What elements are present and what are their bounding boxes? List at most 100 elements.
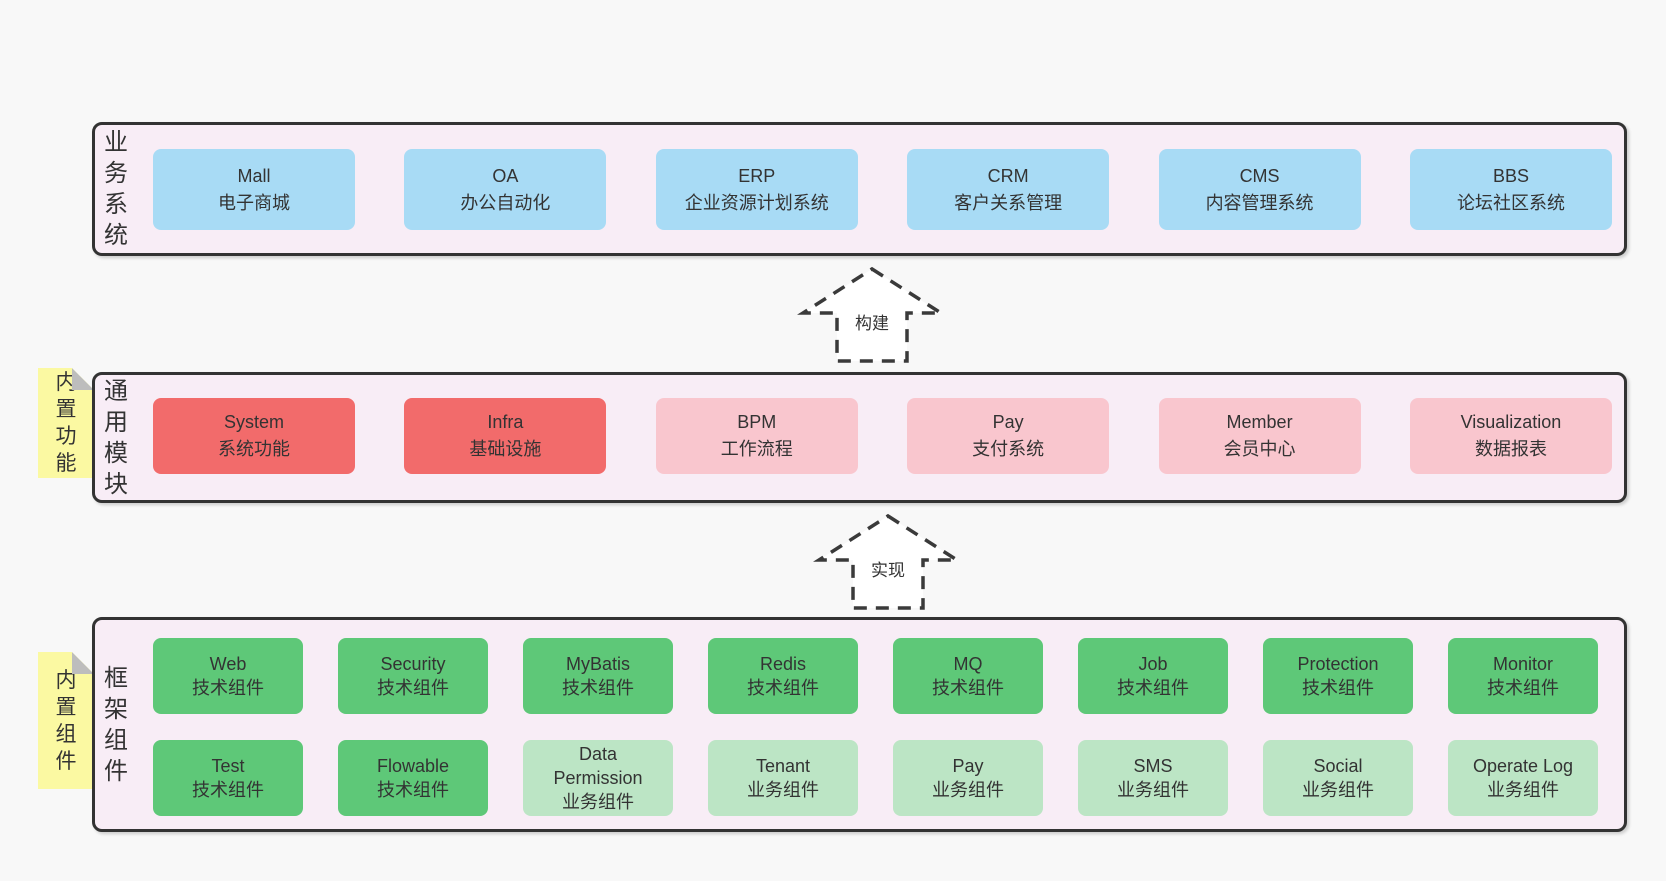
box-pay: Pay 支付系统: [907, 398, 1110, 474]
implement-arrow-shape: [813, 513, 963, 610]
box-tenant: Tenant 业务组件: [708, 740, 858, 816]
box-title: SMS: [1133, 756, 1173, 776]
box-subtitle: 技术组件: [377, 678, 449, 698]
box-infra: Infra 基础设施: [404, 398, 607, 474]
section-label-text: 业务系统: [104, 129, 128, 249]
box-subtitle: 会员中心: [1223, 439, 1296, 459]
box-title: MQ: [953, 654, 983, 674]
box-operate-log: Operate Log 业务组件: [1448, 740, 1598, 816]
implement-arrow: 实现: [813, 513, 963, 611]
box-monitor: Monitor 技术组件: [1448, 638, 1598, 714]
box-subtitle: 业务组件: [1117, 780, 1189, 800]
box-title: BPM: [737, 412, 777, 432]
box-cms: CMS 内容管理系统: [1158, 149, 1361, 230]
box-title: Web: [209, 654, 247, 674]
box-social: Social 业务组件: [1263, 740, 1413, 816]
section-label-framework: 框架组件: [99, 620, 133, 829]
box-subtitle: 业务组件: [932, 780, 1004, 800]
box-title: ERP: [738, 165, 776, 186]
box-subtitle: 技术组件: [1302, 678, 1374, 698]
sticky-fold-corner: [72, 652, 94, 674]
box-security: Security 技术组件: [338, 638, 488, 714]
box-subtitle: 电子商城: [218, 192, 290, 213]
section-business-systems: 业务系统 Mall 电子商城 OA 办公自动化 ERP 企业资源计划系统 CRM…: [92, 122, 1627, 256]
box-mybatis: MyBatis 技术组件: [523, 638, 673, 714]
box-sms: SMS 业务组件: [1078, 740, 1228, 816]
box-subtitle: 技术组件: [1487, 678, 1559, 698]
box-subtitle: 工作流程: [720, 439, 793, 459]
box-oa: OA 办公自动化: [404, 149, 607, 230]
box-title: Social: [1313, 756, 1363, 776]
box-member: Member 会员中心: [1158, 398, 1361, 474]
box-title: Flowable: [376, 756, 450, 776]
box-subtitle: 数据报表: [1474, 439, 1547, 459]
box-bpm: BPM 工作流程: [655, 398, 858, 474]
box-subtitle: 系统功能: [218, 439, 290, 459]
box-title: BBS: [1492, 165, 1529, 186]
framework-box-row-2: Test 技术组件 Flowable 技术组件 Data Permission …: [153, 740, 1598, 816]
section-label-text: 框架组件: [104, 664, 128, 785]
section-label-modules: 通用模块: [99, 375, 133, 500]
box-subtitle: 支付系统: [972, 439, 1045, 459]
box-subtitle: 业务组件: [562, 792, 634, 812]
box-subtitle: 基础设施: [469, 439, 542, 459]
box-title: Infra: [487, 412, 524, 432]
modules-box-row: System 系统功能 Infra 基础设施 BPM 工作流程 Pay 支付系统…: [153, 398, 1612, 474]
box-subtitle: 技术组件: [562, 678, 634, 698]
box-job: Job 技术组件: [1078, 638, 1228, 714]
box-bbs: BBS 论坛社区系统: [1409, 149, 1612, 230]
box-subtitle: 技术组件: [1117, 678, 1189, 698]
box-title: MyBatis: [565, 654, 630, 674]
section-label-text: 通用模块: [104, 377, 128, 498]
box-subtitle: 企业资源计划系统: [684, 192, 829, 213]
box-subtitle: 办公自动化: [460, 192, 551, 213]
box-subtitle: 客户关系管理: [954, 192, 1063, 213]
build-arrow-shape: [797, 266, 947, 363]
box-mq: MQ 技术组件: [893, 638, 1043, 714]
box-subtitle: 业务组件: [747, 780, 819, 800]
build-arrow-label: 构建: [855, 314, 889, 333]
box-subtitle: 业务组件: [1302, 780, 1374, 800]
box-title: Member: [1226, 412, 1293, 432]
box-data-permission: Data Permission 业务组件: [523, 740, 673, 816]
framework-box-row-1: Web 技术组件 Security 技术组件 MyBatis 技术组件 Redi…: [153, 638, 1598, 714]
sticky-built-in-features: 内置功能: [38, 368, 94, 478]
box-title: Operate Log: [1472, 756, 1574, 776]
box-title: Monitor: [1492, 654, 1554, 674]
business-box-row: Mall 电子商城 OA 办公自动化 ERP 企业资源计划系统 CRM 客户关系…: [153, 149, 1612, 230]
box-test: Test 技术组件: [153, 740, 303, 816]
box-subtitle: 内容管理系统: [1205, 192, 1314, 213]
section-framework-components: 框架组件 Web 技术组件 Security 技术组件 MyBatis 技术组件…: [92, 617, 1627, 832]
implement-arrow-label: 实现: [871, 561, 905, 580]
build-arrow: 构建: [797, 266, 947, 364]
box-redis: Redis 技术组件: [708, 638, 858, 714]
section-common-modules: 通用模块 System 系统功能 Infra 基础设施 BPM 工作流程 Pay…: [92, 372, 1627, 503]
box-mall: Mall 电子商城: [153, 149, 355, 230]
box-title: CRM: [987, 165, 1029, 186]
box-title: Protection: [1297, 654, 1379, 674]
box-title: OA: [492, 165, 519, 186]
box-title: Pay: [952, 756, 984, 776]
box-crm: CRM 客户关系管理: [907, 149, 1110, 230]
box-flowable: Flowable 技术组件: [338, 740, 488, 816]
box-erp: ERP 企业资源计划系统: [655, 149, 858, 230]
box-subtitle: 技术组件: [932, 678, 1004, 698]
sticky-text: 内置组件: [55, 668, 77, 773]
box-title: Pay: [992, 412, 1024, 432]
box-subtitle: 技术组件: [747, 678, 819, 698]
box-title: Visualization: [1460, 412, 1562, 432]
box-visualization: Visualization 数据报表: [1409, 398, 1612, 474]
box-subtitle: 技术组件: [192, 678, 264, 698]
box-subtitle: 技术组件: [377, 780, 449, 800]
box-web: Web 技术组件: [153, 638, 303, 714]
box-title: Test: [211, 756, 245, 776]
box-title: CMS: [1239, 165, 1280, 186]
box-system: System 系统功能: [153, 398, 355, 474]
box-title: System: [223, 412, 284, 432]
box-subtitle: 论坛社区系统: [1456, 192, 1565, 213]
box-title: Tenant: [755, 756, 811, 776]
sticky-fold-corner: [72, 368, 94, 390]
box-subtitle: 技术组件: [192, 780, 264, 800]
box-title: Mall: [237, 165, 271, 186]
